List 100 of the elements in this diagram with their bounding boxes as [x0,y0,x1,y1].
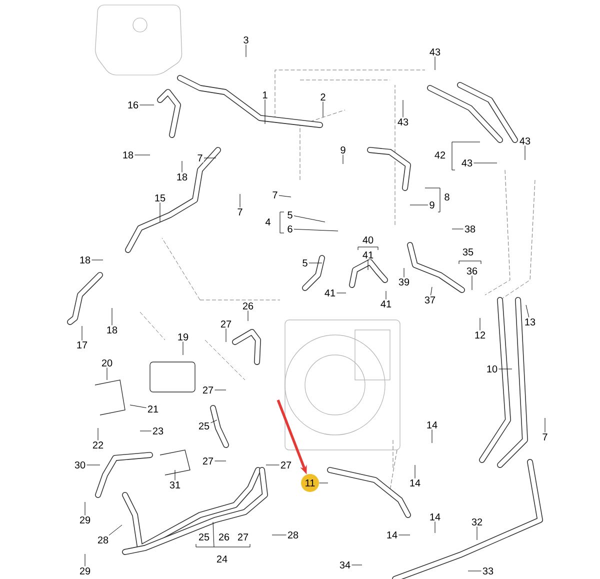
leader-line [498,368,512,370]
callout-number: 12 [473,330,487,340]
callout-number: 9 [339,145,347,154]
callout-number: 14 [425,420,439,430]
callout-number: 13 [523,317,537,326]
leader-line [106,367,108,380]
callout-number: 8 [443,192,451,202]
leader-line [476,526,478,540]
callout-number: 27 [201,456,215,466]
callout-number: 27 [219,320,233,328]
callout-number: 22 [91,440,105,450]
leader-line [140,104,154,106]
callout-badge: 11 [301,474,319,492]
callout-number: 26 [241,301,255,310]
callout-number: 18 [121,150,135,160]
callout-number: 17 [75,340,89,350]
leader-line [414,464,416,479]
leader-line [294,228,338,232]
callout-number: 5 [301,258,309,268]
callout-number: 18 [105,325,119,334]
leader-line [526,304,530,318]
leader-line [430,286,432,296]
callout-number: 25 [197,532,211,542]
callout-number: 32 [470,517,484,526]
leader-line [308,262,322,264]
callout-number: 27 [236,532,250,542]
callout-number: 19 [176,332,190,342]
callout-number: 18 [78,255,92,264]
callout-number: 24 [215,554,229,564]
leader-line [544,418,546,433]
callout-number: 42 [433,150,447,160]
callout-number: 21 [146,404,160,414]
callout-number: 35 [461,247,475,256]
callout-number: 7 [236,208,244,216]
callout-number: 43 [518,136,532,146]
leader-line [468,570,482,572]
callout-number: 4 [264,218,272,226]
leader-line [272,534,287,536]
callout-number: 7 [541,432,549,442]
callout-number: 14 [385,530,399,540]
callout-number: 26 [217,532,231,542]
callout-number: 37 [423,295,437,304]
callout-number: 15 [153,194,167,202]
callout-number: 14 [408,478,422,488]
callout-number: 7 [271,190,279,200]
callout-number: 39 [397,277,411,286]
callout-number: 25 [197,421,211,430]
callout-number: 31 [168,480,182,490]
callout-number: 2 [319,92,327,102]
callout-number: 29 [78,515,92,524]
leader-line [322,101,324,118]
callout-number: 33 [481,566,495,576]
callout-number: 6 [286,224,294,234]
callout-number: 41 [323,288,337,298]
leader-line [174,470,176,480]
leader-line [108,524,122,536]
callout-number: 1 [261,90,269,100]
leader-line [342,154,344,164]
leader-line [130,404,147,408]
leader-line [210,420,218,424]
leader-line [452,228,464,230]
leader-line [86,464,100,466]
callout-number: 34 [338,560,352,570]
callout-number: 16 [126,100,140,110]
callout-number: 7 [196,154,204,162]
leader-line [214,460,226,462]
callout-number: 3 [242,35,250,44]
leader-line [474,162,498,164]
callout-number: 28 [286,530,300,540]
callout-number: 36 [465,266,479,276]
leader-line [410,204,428,206]
callout-number: 10 [485,364,499,374]
leader-line [402,100,404,118]
leader-line [182,341,184,356]
callout-number: 30 [73,460,87,470]
callout-number: 14 [428,512,442,522]
leader-line [434,521,436,534]
leader-line [84,554,86,567]
callout-number: 43 [460,158,474,168]
leader-line [278,195,292,198]
leader-line [524,145,526,160]
callout-number: 29 [78,566,92,576]
leader-line [434,56,436,70]
callout-number: 43 [428,47,442,56]
leader-line [264,99,266,124]
leader-line [398,534,410,536]
callout-number: 20 [100,358,114,368]
leader-line [352,564,362,566]
callout-number: 27 [279,460,293,470]
leader-line [134,154,150,156]
callout-number: 5 [286,210,294,220]
callout-number: 9 [428,200,436,210]
callout-number: 28 [96,535,110,544]
callout-number: 40 [361,235,375,244]
leader-line [294,216,326,222]
callout-number: 41 [379,300,393,308]
leader-line [266,464,280,466]
callout-number: 23 [151,426,165,436]
leader-line [140,430,152,432]
callout-number: 18 [175,172,189,182]
